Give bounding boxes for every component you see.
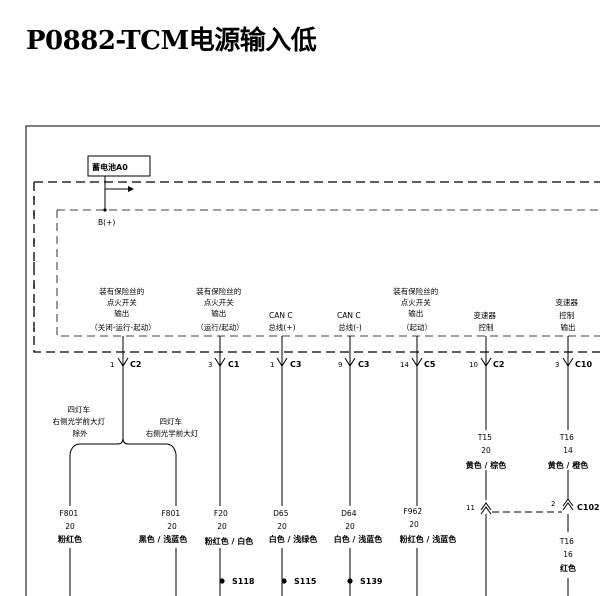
connector-name: C10 [575, 360, 592, 369]
wire-color: 粉红色 / 白色 [205, 536, 254, 546]
wire-label: T15 20 [477, 433, 495, 455]
pin-number: 9 [338, 361, 342, 369]
connector-name: C3 [290, 360, 301, 369]
battery-terminal: B(+) [98, 218, 115, 227]
splice-label: S139 [360, 577, 383, 586]
connector-name: C5 [424, 360, 436, 369]
wire-label: F20 20 [214, 509, 230, 531]
battery-label: 蓄电池A0 [92, 162, 128, 172]
wire-label: T16 14 [559, 433, 577, 455]
wire-runs [69, 366, 569, 596]
branch-note-except: 四灯车 右侧光学前大灯 除外 [53, 404, 108, 438]
pin-number: 10 [469, 361, 478, 369]
connector-name: C3 [358, 360, 369, 369]
wire-color: 白色 / 浅绿色 [269, 534, 318, 544]
pin-number: 1 [110, 361, 114, 369]
splice-dot [219, 578, 225, 584]
wire-label: F962 20 [403, 507, 424, 529]
module-outline [33, 181, 600, 353]
pin-number: 3 [555, 361, 559, 369]
splice-dot [347, 578, 353, 584]
pin-label-can-c-minus: CAN C 总线(-) [337, 311, 363, 332]
inline-connector-c102 [480, 498, 574, 515]
wire-color: 白色 / 浅蓝色 [334, 534, 383, 544]
branch-note-with: 四灯车 右侧光学前大灯 [146, 416, 199, 438]
battery-node [103, 208, 107, 212]
wire-color: 粉红色 / 浅蓝色 [400, 534, 457, 544]
page-title: P0882-TCM电源输入低 [26, 26, 317, 56]
pin-label-transmission-control: 变速器 控制 [474, 310, 499, 332]
connector-symbols [117, 352, 574, 367]
pin-number: 14 [400, 361, 409, 369]
wire-color: 粉红色 [58, 534, 82, 544]
pin-stubs [122, 336, 569, 352]
inline-connector-label: C102 [577, 503, 600, 512]
wire-color: 红色 [560, 563, 576, 573]
wire-label: T16 16 [559, 537, 577, 559]
module-inner-outline [56, 209, 600, 337]
wire-color: 黑色 / 浅蓝色 [139, 534, 188, 544]
battery-arrow-head [128, 186, 134, 192]
inline-pin-right: 2 [551, 500, 555, 508]
wire-color: 黄色 / 橙色 [548, 460, 589, 470]
diagram-frame [25, 125, 600, 596]
pin-number: 3 [208, 361, 212, 369]
wire-color: 黄色 / 棕色 [466, 460, 507, 470]
pin-label-can-c-plus: CAN C 总线(+) [268, 311, 295, 332]
connector-name: C1 [228, 360, 240, 369]
connector-name: C2 [130, 360, 141, 369]
pin-number: 1 [270, 361, 274, 369]
wire-label: D64 20 [341, 509, 359, 531]
splice-label: S118 [232, 577, 255, 586]
battery-box [87, 155, 151, 177]
wire-label: D65 20 [273, 509, 291, 531]
pin-label-fused-ignition-run-start: 装有保险丝的 点火开关 输出 （关闭-运行-起动） [90, 286, 155, 332]
pin-label-fused-ignition-start: 装有保险丝的 点火开关 输出 （起动） [393, 286, 440, 332]
splice-label: S115 [294, 577, 317, 586]
connector-name: C2 [493, 360, 504, 369]
splice-dot [281, 578, 287, 584]
wire-label: F801 20 [59, 509, 80, 531]
pin-label-transmission-control-output: 变速器 控制 输出 [556, 297, 581, 332]
pin-label-fused-ignition-run-start-2: 装有保险丝的 点火开关 输出 （运行/起动） [196, 286, 244, 332]
inline-pin-left: 11 [466, 504, 475, 512]
wire-label: F801 20 [161, 509, 182, 531]
